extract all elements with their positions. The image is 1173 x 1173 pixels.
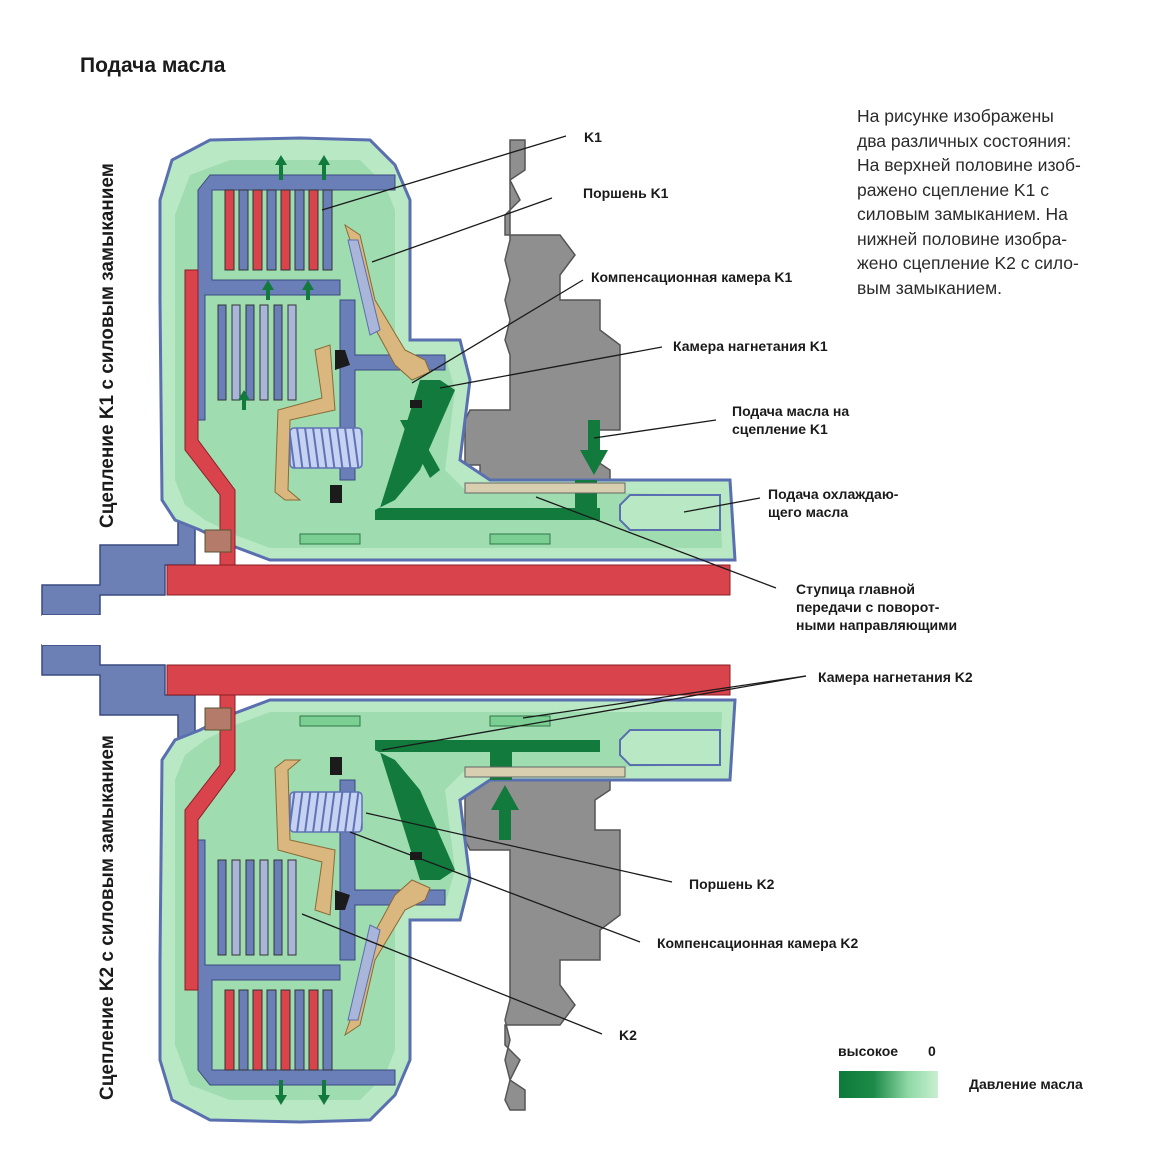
- callout-line: ными направляющими: [796, 617, 958, 633]
- legend-pressure-gradient: [839, 1071, 938, 1098]
- callout-pressure-chamber-k2: Камера нагнетания K2: [818, 669, 973, 685]
- legend-high-label: высокое: [838, 1043, 899, 1059]
- description-line: два различных состояния:: [857, 130, 1072, 151]
- callout-piston-k2: Поршень K2: [689, 876, 775, 892]
- description-line: силовым замыканием. На: [857, 204, 1068, 224]
- callout-piston-k1: Поршень K1: [583, 185, 669, 201]
- description-line: На рисунке изображены: [857, 106, 1054, 126]
- input-shaft: [41, 519, 196, 741]
- callout-k2: K2: [619, 1027, 637, 1043]
- callout-leader-lines: [301, 135, 807, 1035]
- inner-disc-pack-upper: [217, 304, 297, 401]
- side-label-lower: Сцепление K2 с силовым замыканием: [97, 735, 118, 1100]
- callout-pressure-chamber-k1: Камера нагнетания K1: [673, 338, 828, 354]
- page-title: Подача масла: [80, 54, 226, 77]
- description-paragraph: На рисунке изображены два различных сост…: [857, 104, 1157, 300]
- callout-line: щего масла: [768, 504, 849, 520]
- callout-k1: K1: [584, 129, 602, 145]
- legend-title: Давление масла: [969, 1076, 1083, 1092]
- callout-oil-supply-k1: Подача масла на сцепление K1: [732, 402, 849, 438]
- description-line: жено сцепление K2 с сило-: [857, 253, 1079, 273]
- side-label-upper: Сцепление K1 с силовым замыканием: [97, 163, 118, 528]
- callout-comp-chamber-k2: Компенсационная камера K2: [657, 935, 859, 951]
- callout-comp-chamber-k1: Компенсационная камера K1: [591, 269, 793, 285]
- upper-clutch-assembly: [158, 136, 737, 596]
- description-line: На верхней половине изоб-: [857, 155, 1081, 175]
- callout-cooling-oil: Подача охлаждаю- щего масла: [768, 485, 898, 521]
- callout-line: сцепление K1: [732, 421, 828, 437]
- description-line: нижней половине изобра-: [857, 228, 1068, 249]
- callout-line: передачи с поворот-: [796, 599, 940, 615]
- lower-clutch-assembly: [158, 664, 737, 1124]
- callout-line: Ступица главной: [796, 581, 915, 597]
- k1-disc-pack: [224, 189, 333, 271]
- callout-line: Подача масла на: [732, 403, 850, 419]
- callout-line: Подача охлаждаю-: [768, 486, 899, 502]
- description-line: вым замыканием.: [857, 277, 1002, 298]
- description-line: ражено сцепление K1 с: [857, 179, 1049, 200]
- callout-hub: Ступица главной передачи с поворот- ными…: [796, 580, 957, 634]
- legend-zero-label: 0: [928, 1043, 936, 1059]
